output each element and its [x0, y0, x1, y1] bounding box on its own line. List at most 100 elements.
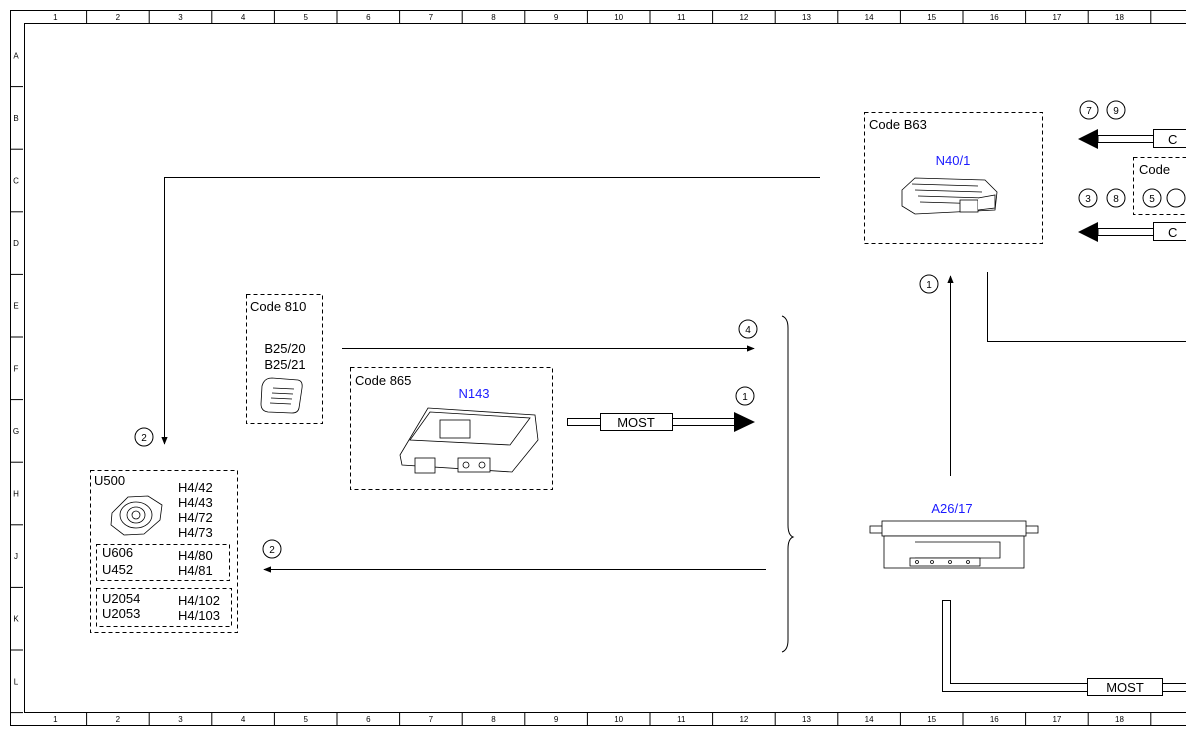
- ruler-column-label: 15: [927, 715, 936, 724]
- h4-81-label: H4/81: [178, 563, 213, 578]
- connection-line-top: [161, 177, 820, 445]
- h4-102-label: H4/102: [178, 593, 220, 608]
- partial-code-box: [1133, 157, 1186, 215]
- ruler-row-label: L: [14, 677, 19, 686]
- circle-1-most: 1: [735, 386, 755, 406]
- ruler-column-label: 16: [990, 715, 999, 724]
- n40-1-label: N40/1: [936, 153, 971, 168]
- ruler-row-label: J: [14, 552, 18, 561]
- circle-4: 4: [738, 319, 758, 339]
- svg-text:2: 2: [269, 545, 275, 556]
- u500-box: [90, 470, 238, 633]
- u2054-box: [96, 588, 232, 627]
- a26-17-module-icon: [869, 520, 1039, 569]
- ruler-column-label: 1: [53, 715, 58, 724]
- svg-text:3: 3: [1085, 194, 1091, 205]
- circle-6-partial: [1166, 188, 1186, 208]
- ruler-row-label: K: [13, 615, 19, 624]
- ruler-column-label: 3: [178, 715, 183, 724]
- drawing-frame: [10, 10, 1186, 726]
- grouping-brace: [781, 315, 795, 653]
- connection-line-right: [987, 272, 1186, 342]
- circle-2-down: 2: [134, 427, 154, 447]
- circle-7: 7: [1079, 100, 1099, 120]
- ruler-column-label: 4: [241, 13, 246, 22]
- ruler-row-label: C: [13, 177, 19, 186]
- circle-5: 5: [1142, 188, 1162, 208]
- n143-label: N143: [458, 386, 489, 401]
- sensor-icon: [260, 377, 303, 414]
- circle-3: 3: [1078, 188, 1098, 208]
- code-b63-box: [864, 112, 1043, 244]
- a26-17-label: A26/17: [931, 501, 972, 516]
- ruler-column-label: 18: [1115, 715, 1124, 724]
- circle-8: 8: [1106, 188, 1126, 208]
- h4-43-label: H4/43: [178, 495, 213, 510]
- svg-text:4: 4: [745, 325, 751, 336]
- ruler-column-label: 11: [677, 13, 686, 22]
- partial-label-bottom: C: [1168, 225, 1177, 240]
- circle-2-left: 2: [262, 539, 282, 559]
- partial-code-label: Code: [1139, 162, 1170, 177]
- bus-arrow-top: C: [1078, 129, 1186, 149]
- h4-80-label: H4/80: [178, 548, 213, 563]
- ruler-column-label: 8: [491, 715, 496, 724]
- h4-73-label: H4/73: [178, 525, 213, 540]
- svg-text:5: 5: [1149, 194, 1155, 205]
- ruler-column-label: 6: [366, 13, 371, 22]
- partial-label-top: C: [1168, 132, 1177, 147]
- ruler-column-label: 13: [802, 715, 811, 724]
- ruler-row-label: A: [13, 51, 19, 60]
- ruler-column-label: 10: [614, 715, 623, 724]
- ruler-column-label: 3: [178, 13, 183, 22]
- ruler-column-label: 7: [429, 715, 434, 724]
- ruler-column-label: 5: [303, 13, 308, 22]
- code-810-label: Code 810: [250, 299, 306, 314]
- u500-label: U500: [94, 473, 125, 488]
- svg-text:2: 2: [141, 433, 147, 444]
- ruler-column-label: 12: [739, 715, 748, 724]
- ruler-row-label: B: [13, 114, 18, 123]
- ruler-row-label: F: [14, 364, 19, 373]
- ruler-column-label: 17: [1052, 13, 1061, 22]
- circle-9: 9: [1106, 100, 1126, 120]
- svg-text:1: 1: [926, 280, 932, 291]
- svg-text:8: 8: [1113, 194, 1119, 205]
- ruler-column-label: 14: [865, 13, 874, 22]
- ruler-row-label: H: [13, 490, 19, 499]
- b25-21-label: B25/21: [264, 357, 305, 372]
- h4-42-label: H4/42: [178, 480, 213, 495]
- ruler-column-label: 9: [554, 715, 559, 724]
- svg-text:9: 9: [1113, 106, 1119, 117]
- ruler-column-label: 2: [116, 13, 121, 22]
- ruler-column-label: 2: [116, 715, 121, 724]
- ruler-column-label: 8: [491, 13, 496, 22]
- ruler-column-label: 13: [802, 13, 811, 22]
- ruler-column-label: 10: [614, 13, 623, 22]
- speaker-icon: [110, 495, 163, 536]
- most-bus-bottom: MOST: [942, 600, 1186, 696]
- u2054-label: U2054: [102, 591, 140, 606]
- u606-box: [96, 544, 230, 581]
- ruler-column-label: 16: [990, 13, 999, 22]
- code-810-box: [246, 294, 323, 424]
- ruler-row-label: E: [13, 302, 18, 311]
- ruler-column-label: 12: [739, 13, 748, 22]
- ruler-column-label: 5: [303, 715, 308, 724]
- ruler-column-label: 17: [1052, 715, 1061, 724]
- n143-module-icon: [399, 407, 539, 474]
- u2053-label: U2053: [102, 606, 140, 621]
- most-label-bottom: MOST: [1106, 680, 1144, 695]
- circle-1-up: 1: [919, 274, 939, 294]
- ruler-row-label: D: [13, 239, 19, 248]
- ruler-column-label: 14: [865, 715, 874, 724]
- b25-20-label: B25/20: [264, 341, 305, 356]
- ruler-column-label: 15: [927, 13, 936, 22]
- bus-arrow-bottom: C: [1078, 222, 1186, 242]
- ruler-column-label: 18: [1115, 13, 1124, 22]
- code-865-label: Code 865: [355, 373, 411, 388]
